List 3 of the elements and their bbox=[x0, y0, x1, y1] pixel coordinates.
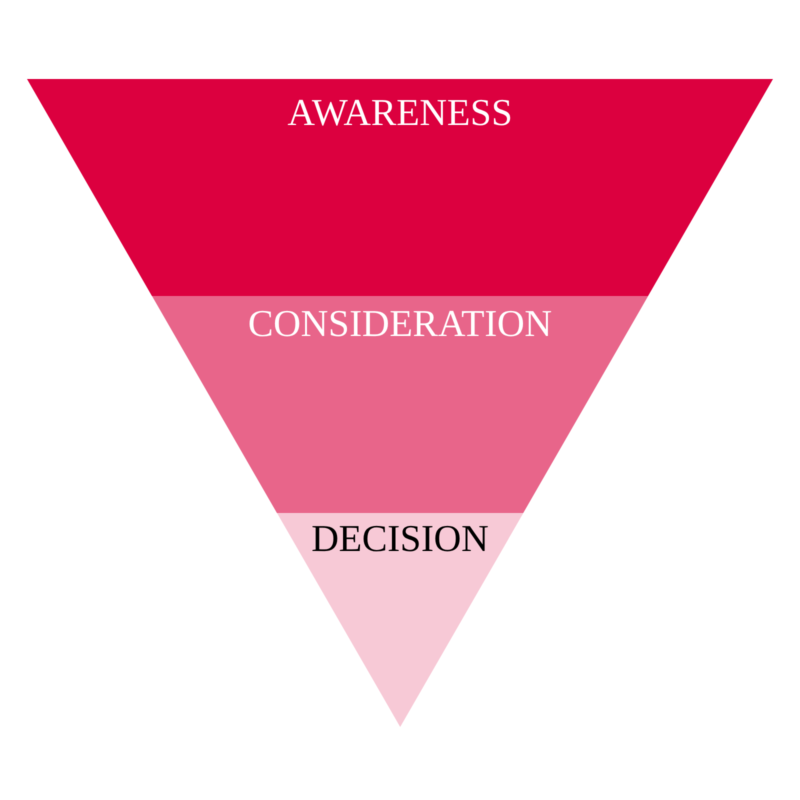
stage-label: CONSIDERATION bbox=[248, 302, 552, 346]
stage-label: AWARENESS bbox=[288, 91, 512, 135]
stage-label: DECISION bbox=[311, 517, 489, 561]
